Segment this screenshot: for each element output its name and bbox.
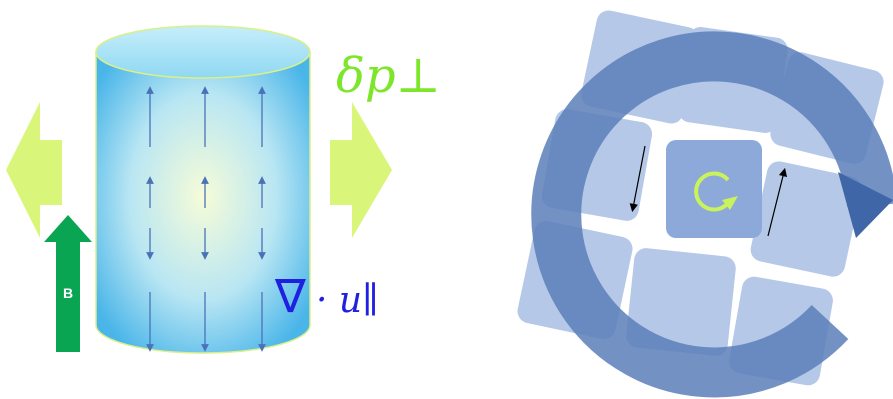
center-tile <box>666 140 762 238</box>
rotation-ring-icon <box>531 31 893 398</box>
divergence-operator: ∇ <box>274 269 306 323</box>
left-panel: B δp⊥ ∇ · u∥ <box>6 25 441 354</box>
tile <box>626 248 736 356</box>
divergence-term: · u∥ <box>316 280 379 321</box>
tile <box>750 161 862 277</box>
circular-arrow-icon <box>694 171 738 212</box>
left-pressure-arrow-icon <box>6 102 62 238</box>
magnetic-field-arrow-icon: B <box>44 215 92 352</box>
pressure-perturbation-label: δp⊥ <box>336 48 441 104</box>
parallel-flow-arrows <box>146 86 266 352</box>
down-arrow-icon <box>629 145 646 213</box>
up-arrow-icon <box>767 167 788 237</box>
right-panel <box>517 10 893 398</box>
right-pressure-arrow-icon <box>330 102 392 238</box>
field-label: B <box>63 285 73 301</box>
